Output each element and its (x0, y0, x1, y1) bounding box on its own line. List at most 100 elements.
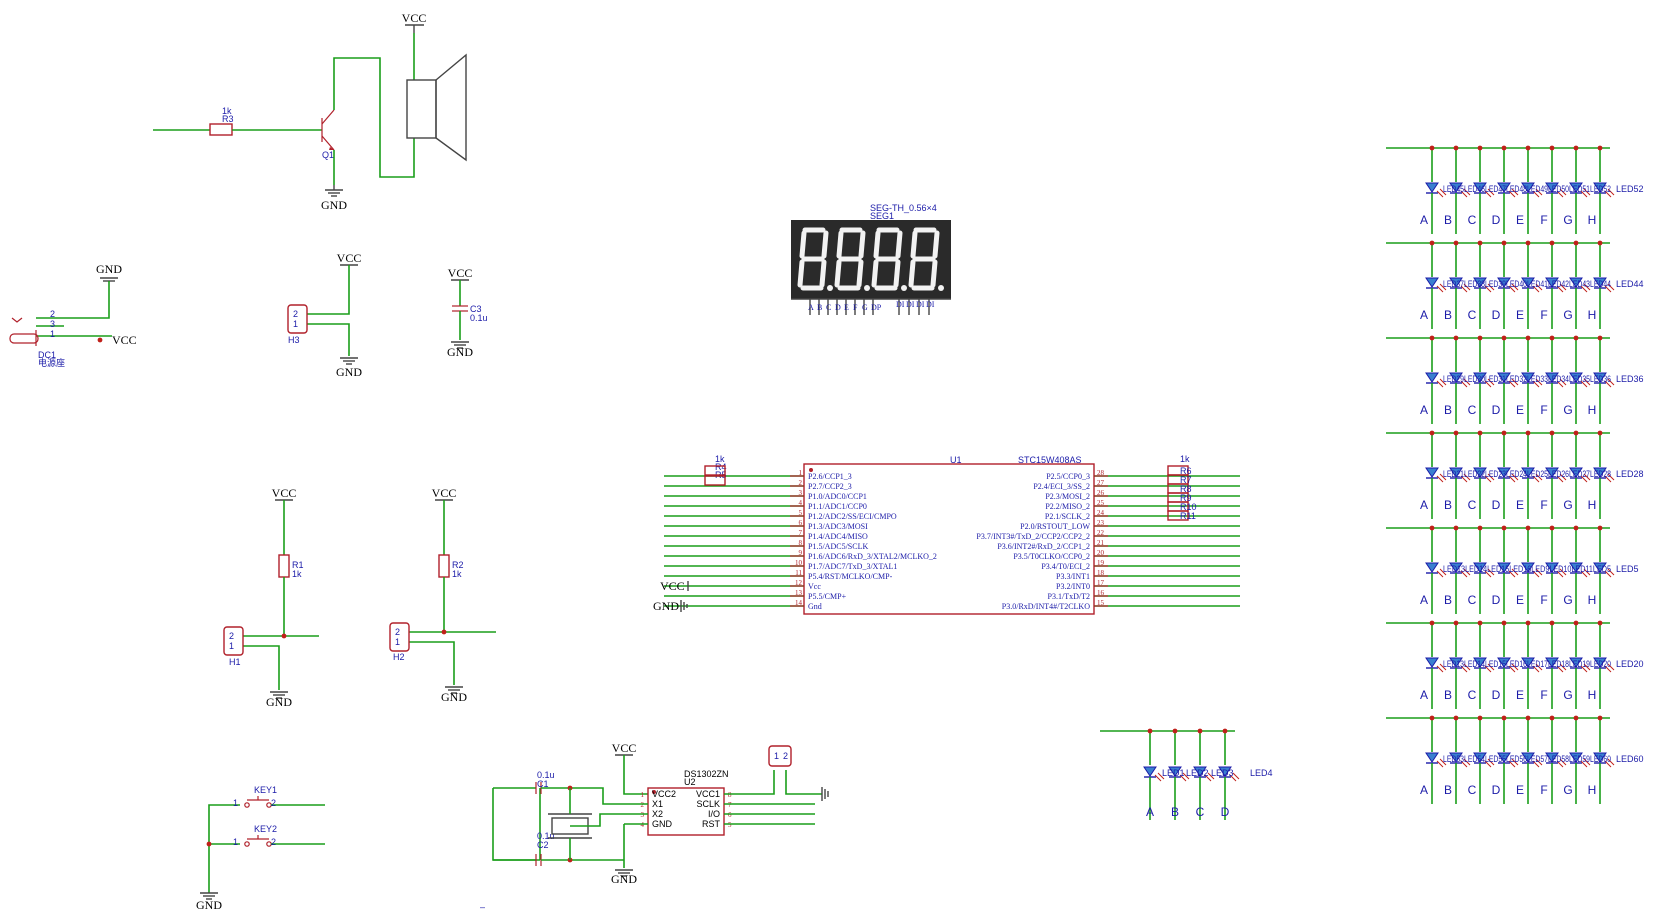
led-column-label: A (1146, 805, 1154, 819)
resistor-bank (1167, 510, 1189, 521)
mcu-right-res-value: 1k (1180, 454, 1190, 464)
q1-ref: Q1 (322, 150, 334, 160)
led-icon (1449, 657, 1471, 673)
mcu-left-res-value: 1k (715, 454, 725, 464)
mcu-pin-name: P2.4/ECI_3/SS_2 (1033, 482, 1090, 491)
matrix-column-label: C (1468, 783, 1477, 797)
matrix-column-label: F (1540, 403, 1547, 417)
mcu-pin-name: P1.5/ADC5/SCLK (808, 542, 868, 551)
led-column-label: D (1221, 805, 1230, 819)
vcc-label: VCC (432, 486, 457, 500)
matrix-column-label: C (1468, 213, 1477, 227)
mcu-pin-num: 5 (799, 509, 803, 517)
h1-ref: H1 (229, 657, 241, 667)
rtc-pin-name: X2 (652, 809, 663, 819)
matrix-column-label: D (1492, 213, 1501, 227)
c3-circuit: VCC C3 0.1u GND (447, 266, 488, 359)
matrix-column-label: C (1468, 498, 1477, 512)
r1-value: 1k (292, 569, 302, 579)
h2-pin-1: 1 (395, 637, 400, 647)
matrix-row-end-label: LED5 (1616, 564, 1639, 574)
resistor-r2 (438, 554, 450, 578)
matrix-column-label: H (1588, 403, 1597, 417)
matrix-row-end-label: LED44 (1616, 279, 1644, 289)
header-h3 (287, 304, 308, 334)
h3-pin-1: 1 (293, 319, 298, 329)
mcu-body (803, 463, 1095, 615)
matrix-column-label: B (1444, 213, 1452, 227)
mcu-pin-name: P3.2/INT0 (1056, 582, 1090, 591)
matrix-row-end-label: LED52 (1616, 184, 1644, 194)
matrix-column-label: D (1492, 498, 1501, 512)
vcc-label: VCC (448, 266, 473, 280)
mcu-pin-name: P2.5/CCP0_3 (1046, 472, 1090, 481)
matrix-column-label: B (1444, 688, 1452, 702)
dc-pin-3: 3 (50, 319, 55, 329)
led-column-label: C (1196, 805, 1205, 819)
h2-ref: H2 (393, 652, 405, 662)
mcu-pin-num: 18 (1097, 569, 1105, 577)
matrix-column-label: E (1516, 498, 1524, 512)
key1-switch (244, 796, 272, 808)
matrix-row-led-labels: LED53LED54LED55LED56LED57LED58LED59LED60 (1443, 754, 1611, 764)
mcu-pin-name: P3.7/INT3#/TxD_2/CCP2/CCP2_2 (976, 532, 1090, 541)
matrix-column-label: C (1468, 688, 1477, 702)
c3-ref: C3 (470, 304, 482, 314)
mcu-pin-name: P1.3/ADC3/MOSI (808, 522, 868, 531)
mcu-pin-num: 8 (799, 539, 803, 547)
matrix-column-label: A (1420, 593, 1428, 607)
rtc-pin-num: 3 (641, 811, 645, 819)
led-icon (1569, 752, 1591, 768)
key2-ref: KEY2 (254, 824, 277, 834)
gnd-label: GND (611, 872, 637, 886)
matrix-row-end-label: LED60 (1616, 754, 1644, 764)
mcu-left-res-r4: R4 (715, 462, 727, 472)
mcu-pin-name: P2.1/SCLK_2 (1045, 512, 1090, 521)
rtc-pin-name: VCC1 (696, 789, 720, 799)
mcu-pin-num: 27 (1097, 479, 1105, 487)
mcu-pin-num: 11 (795, 569, 802, 577)
led-icon (1569, 467, 1591, 483)
seg-dig-label: DI (916, 300, 925, 309)
led-icon (1449, 182, 1471, 198)
key1-pin1: 1 (233, 798, 238, 808)
mcu-pin-name: P3.4/T0/ECI_2 (1041, 562, 1090, 571)
matrix-column-label: B (1444, 783, 1452, 797)
seg-title: SEG-TH_0.56×4 (870, 203, 937, 213)
mcu-pin-name: P2.3/MOSI_2 (1045, 492, 1090, 501)
matrix-row-led-labels: LED45LED46LED47LED48LED49LED50LED51LED52 (1443, 184, 1611, 194)
matrix-column-label: D (1492, 688, 1501, 702)
seg-pin-label: DP (871, 303, 882, 312)
resistor-r3 (209, 123, 233, 136)
mcu-pin-num: 1 (799, 469, 803, 477)
speaker-circuit: VCC 1k R3 Q1 GND (153, 11, 467, 212)
mcu-pin-name: P3.3/INT1 (1056, 572, 1090, 581)
rtc-pin-name: VCC2 (652, 789, 676, 799)
gnd-label: GND (447, 345, 473, 359)
matrix-column-label: C (1468, 593, 1477, 607)
led-icon (1497, 657, 1519, 673)
matrix-column-label: C (1468, 308, 1477, 322)
led-icon (1473, 562, 1495, 578)
led-column-label: B (1171, 805, 1179, 819)
seg-dig-label: DI (906, 300, 915, 309)
matrix-column-label: B (1444, 308, 1452, 322)
gnd-label: GND (196, 898, 222, 912)
transistor-q1 (321, 109, 335, 151)
rtc-pin-num: 5 (728, 821, 732, 829)
matrix-column-label: F (1540, 498, 1547, 512)
seg-pin-label: D (835, 303, 841, 312)
matrix-column-label: F (1540, 688, 1547, 702)
seg-ref: SEG1 (870, 211, 894, 221)
matrix-column-label: G (1563, 593, 1572, 607)
matrix-column-label: D (1492, 308, 1501, 322)
dc-pin-1: 1 (50, 329, 55, 339)
speaker-icon (406, 53, 467, 162)
bat-pin-1: 1 (774, 751, 779, 761)
h1-pin-1: 1 (229, 641, 234, 651)
battery-header (768, 745, 792, 767)
dc-jack-circuit: GND VCC 2 3 1 DC1 电源座 (9, 262, 137, 368)
matrix-column-label: H (1588, 688, 1597, 702)
rtc-body (647, 787, 725, 836)
